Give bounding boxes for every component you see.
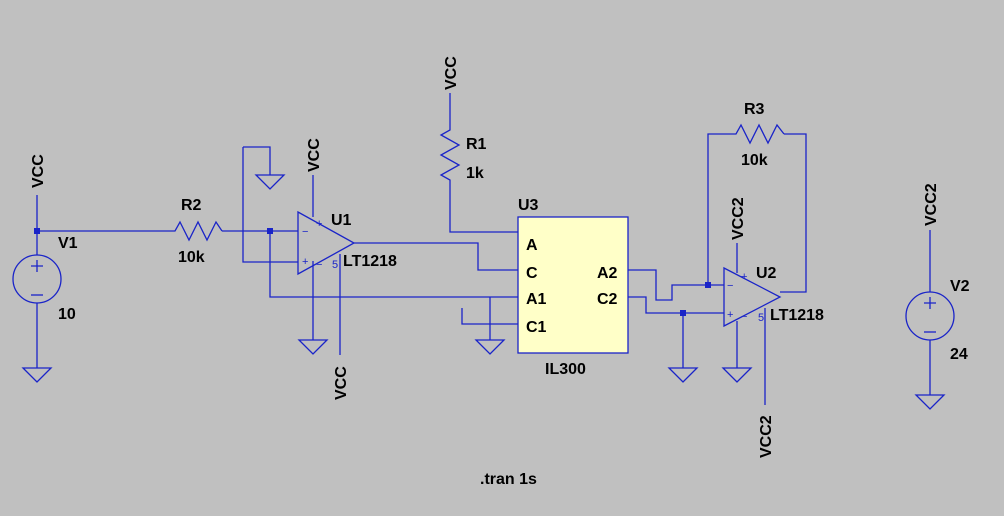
r2-value: 10k — [178, 249, 205, 266]
u1-name: U1 — [331, 212, 352, 229]
v2-name: V2 — [950, 278, 970, 295]
wire-c1 — [461, 308, 518, 325]
voltage-source-v1[interactable]: V1 10 — [12, 235, 78, 323]
wire-node-a1 — [269, 231, 518, 298]
pin-minus-label: − — [727, 280, 733, 292]
wire-u1-out-c — [354, 242, 518, 271]
r2-name: R2 — [181, 197, 202, 214]
wire-gnd-tap — [243, 146, 271, 175]
resistor-zigzag — [439, 122, 461, 186]
r3-value: 10k — [741, 152, 768, 169]
u3-pin-a: A — [526, 237, 538, 254]
ground-icon — [297, 339, 329, 355]
resistor-zigzag — [730, 123, 785, 145]
v2-value: 24 — [950, 346, 968, 363]
wire-r1-a — [449, 186, 518, 233]
r1-name: R1 — [466, 136, 487, 153]
u2-name: U2 — [756, 265, 777, 282]
resistor-r3[interactable]: R3 10k — [730, 101, 785, 169]
plus-sign — [924, 297, 936, 309]
resistor-r2[interactable]: R2 10k — [168, 197, 223, 266]
u3-pin-a2: A2 — [597, 265, 618, 282]
net-label-vcc2: VCC2 — [730, 197, 747, 240]
wire-c2-u2-plus — [628, 296, 724, 314]
v1-value: 10 — [58, 306, 76, 323]
ground-icon — [721, 367, 753, 383]
ground-icon — [21, 367, 53, 383]
pin-5-label: 5 — [758, 312, 764, 324]
ground-icon — [914, 394, 946, 410]
u3-name: U3 — [518, 197, 539, 214]
op-amp-triangle — [297, 210, 356, 276]
op-amp-u1[interactable]: − + + − 5 U1 LT1218 — [297, 210, 397, 276]
grounds — [21, 174, 946, 410]
net-label-vcc: VCC — [333, 366, 350, 400]
wire-a2-u2-minus — [628, 269, 724, 301]
plus-sign — [31, 260, 43, 272]
wire-u1-feedback — [242, 147, 298, 263]
wire-u2-minus-r3 — [707, 133, 730, 285]
ground-icon — [667, 367, 699, 383]
u3-part: IL300 — [545, 361, 586, 378]
pin-minus-label: − — [302, 226, 308, 238]
pin-5-label: 5 — [332, 259, 338, 271]
spice-directive[interactable]: .tran 1s — [480, 471, 537, 488]
junction-dot — [680, 310, 686, 316]
u3-pin-a1: A1 — [526, 291, 547, 308]
pin-minus-label: − — [316, 259, 322, 271]
resistor-zigzag — [168, 220, 223, 242]
junction-dot — [705, 282, 711, 288]
u3-pin-c: C — [526, 265, 538, 282]
net-labels: VCC VCC VCC VCC VCC2 VCC2 VCC2 — [30, 56, 940, 458]
optocoupler-u3[interactable]: U3 IL300 A C A1 C1 A2 C2 — [517, 197, 629, 378]
net-label-vcc: VCC — [30, 154, 47, 188]
r3-name: R3 — [744, 101, 765, 118]
ground-icon — [254, 174, 286, 190]
pin-plus-label: + — [316, 218, 322, 230]
u3-pin-c1: C1 — [526, 319, 547, 336]
ic-body — [517, 216, 629, 354]
op-amp-u2[interactable]: − + + − 5 U2 LT1218 — [723, 265, 824, 328]
u2-part: LT1218 — [770, 307, 824, 324]
u3-pin-c2: C2 — [597, 291, 618, 308]
net-label-vcc: VCC — [306, 138, 323, 172]
net-label-vcc2: VCC2 — [758, 415, 775, 458]
pin-plus-label: + — [727, 309, 733, 321]
pin-plus-label: + — [302, 256, 308, 268]
pin-plus-label: + — [741, 271, 747, 283]
resistor-r1[interactable]: R1 1k — [439, 122, 487, 186]
net-label-vcc: VCC — [443, 56, 460, 90]
junction-dot — [34, 228, 40, 234]
junctions — [34, 228, 711, 316]
ground-icon — [474, 339, 506, 355]
wire-r3-out — [780, 133, 807, 293]
pin-minus-label: − — [741, 311, 747, 323]
r1-value: 1k — [466, 165, 484, 182]
v1-name: V1 — [58, 235, 78, 252]
voltage-source-v2[interactable]: V2 24 — [905, 278, 970, 363]
source-circle — [905, 291, 955, 341]
u1-part: LT1218 — [343, 253, 397, 270]
net-label-vcc2: VCC2 — [923, 183, 940, 226]
wires — [36, 93, 931, 405]
source-circle — [12, 254, 62, 304]
op-amp-triangle — [723, 266, 782, 328]
junction-dot — [267, 228, 273, 234]
